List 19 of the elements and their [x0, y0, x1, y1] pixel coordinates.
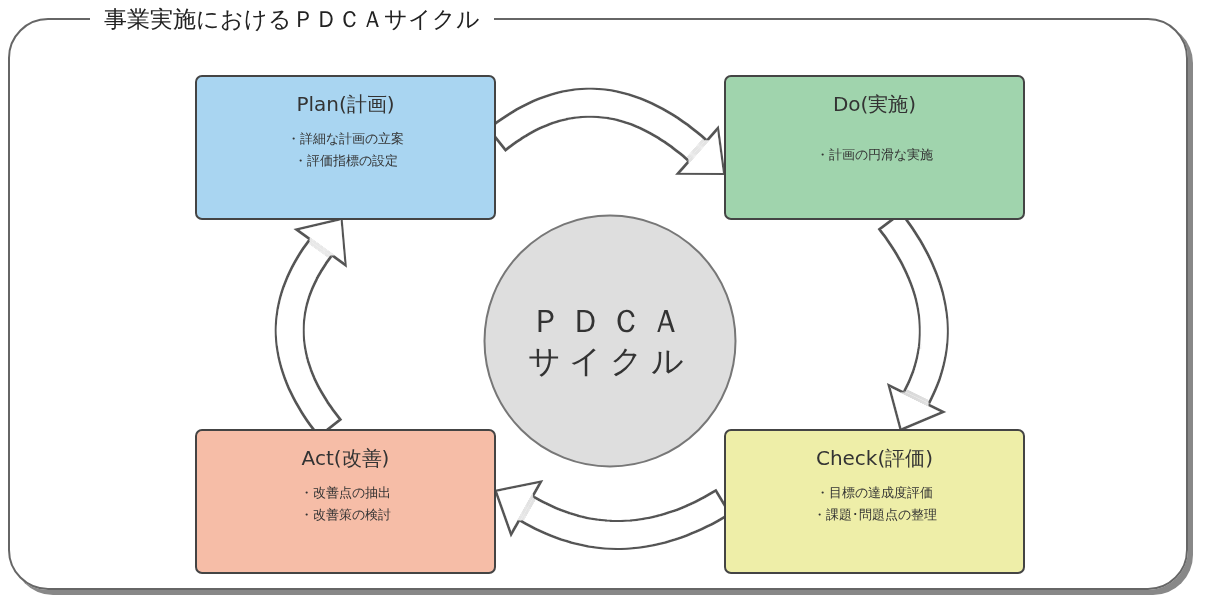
box-heading: Check(評価) — [814, 445, 935, 472]
bullet-text: ・改善策の検討 — [299, 506, 392, 524]
box-heading: Plan(計画) — [295, 91, 396, 118]
frame-title: 事業実施におけるＰＤＣＡサイクル — [90, 4, 494, 35]
box-heading: Act(改善) — [300, 445, 391, 472]
act-box — [195, 429, 496, 574]
bullet-text: ・改善点の抽出 — [299, 484, 392, 502]
do-box — [724, 75, 1025, 220]
bullet-text: ・評価指標の設定 — [292, 152, 399, 170]
bullet-text: ・計画の円滑な実施 — [815, 146, 934, 164]
circle-label: サイクル — [527, 341, 693, 381]
box-heading: Do(実施) — [831, 91, 918, 118]
circle-label: ＰＤＣＡ — [529, 301, 691, 341]
bullet-text: ・目標の達成度評価 — [815, 484, 934, 502]
bullet-text: ・課題･問題点の整理 — [811, 506, 938, 524]
bullet-text: ・詳細な計画の立案 — [286, 130, 405, 148]
check-box — [724, 429, 1025, 574]
cycle-circle — [483, 214, 737, 468]
plan-box — [195, 75, 496, 220]
